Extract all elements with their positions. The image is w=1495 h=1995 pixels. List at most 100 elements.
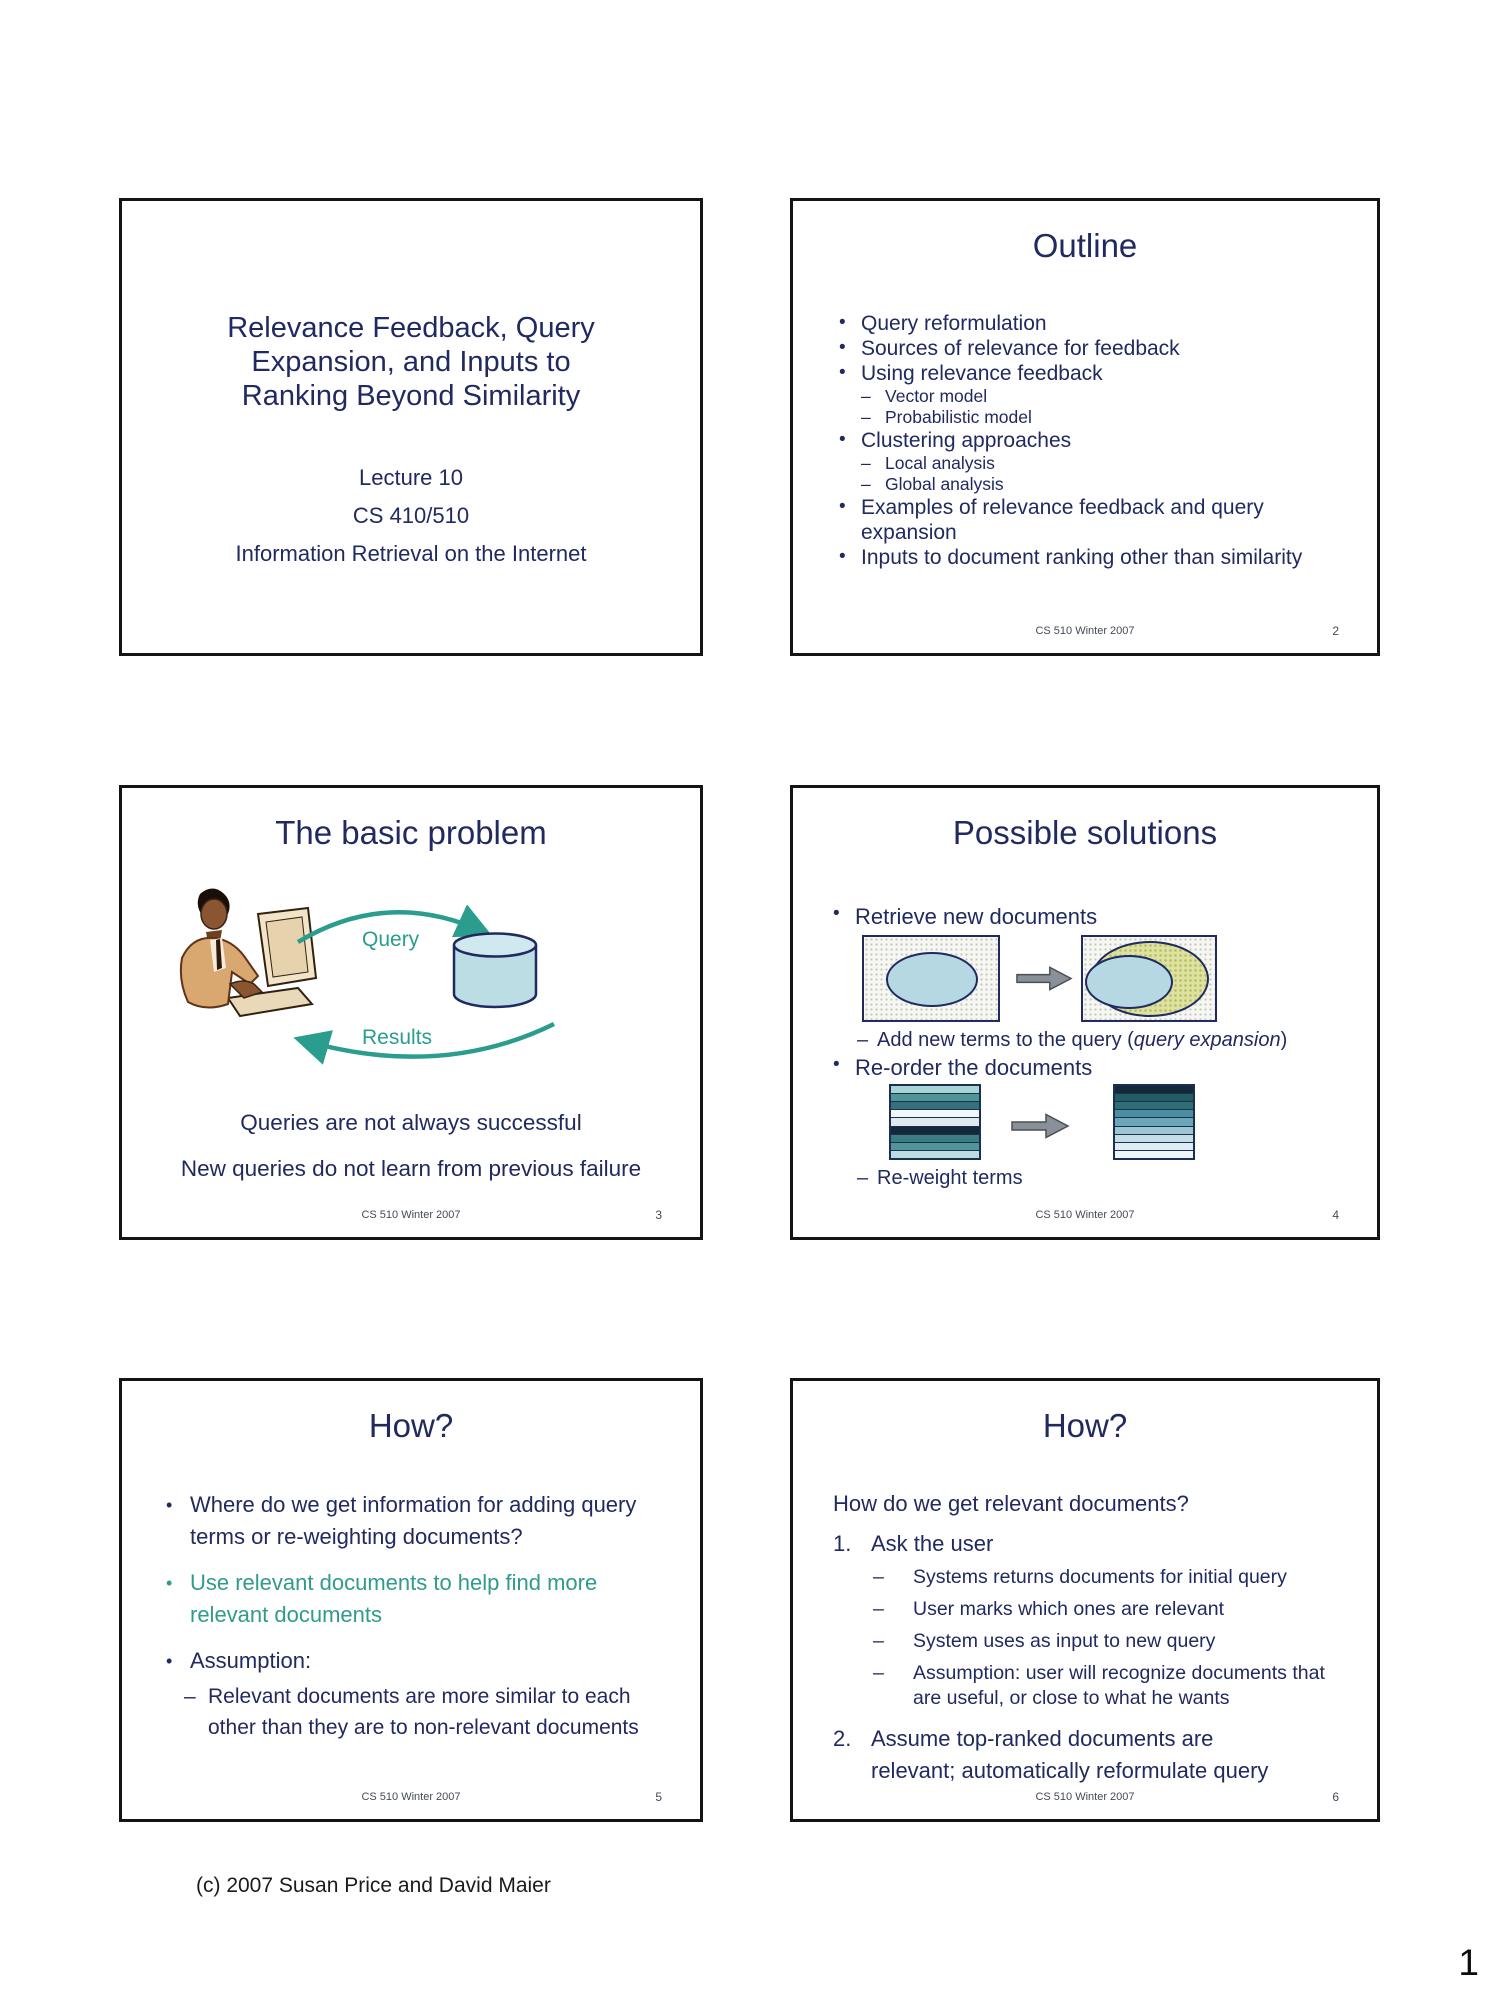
outline-sub-bullet: Vector model	[833, 386, 1347, 407]
unranked-documents-stack-icon	[889, 1084, 981, 1160]
problem-statement-1: Queries are not always successful	[240, 1110, 582, 1135]
outline-bullet: Using relevance feedback	[833, 360, 1347, 386]
deck-subtitle: Lecture 10 CS 410/510 Information Retrie…	[122, 459, 700, 573]
document-stripe	[891, 1101, 979, 1110]
document-set-before-icon	[862, 935, 1000, 1022]
dash-text-close: )	[1280, 1029, 1288, 1051]
slide-6-how-relevant: How? How do we get relevant documents? 1…	[790, 1378, 1380, 1822]
document-stripe	[891, 1133, 979, 1142]
deck-title-line: Ranking Beyond Similarity	[241, 380, 581, 412]
slide-title: The basic problem	[275, 814, 547, 851]
item-number: 1.	[833, 1531, 852, 1556]
outline-bullet: Inputs to document ranking other than si…	[833, 544, 1347, 570]
bullet-reorder-documents: Re-order the documents	[831, 1054, 1092, 1081]
dash-add-new-terms: Add new terms to the query (query expans…	[857, 1029, 1287, 1052]
slide-3-basic-problem: The basic problem Query	[119, 785, 703, 1240]
item-text-line: relevant; automatically reformulate quer…	[871, 1758, 1269, 1783]
dash-systems-returns: Systems returns documents for initial qu…	[873, 1565, 1328, 1590]
deck-title-line: Expansion, and Inputs to	[251, 346, 571, 378]
document-stripe	[891, 1149, 979, 1158]
document-stripe	[891, 1093, 979, 1102]
item-text: Ask the user	[871, 1531, 994, 1556]
document-stripe	[891, 1117, 979, 1126]
slide-number: 2	[1332, 624, 1339, 638]
results-label: Results	[362, 1026, 433, 1049]
transform-arrow-icon	[1016, 966, 1073, 991]
slide-footer: CS 510 Winter 2007	[361, 1791, 461, 1803]
document-stripe	[891, 1141, 979, 1150]
document-stripe	[1115, 1117, 1193, 1126]
document-stripe	[891, 1125, 979, 1134]
document-stripe	[1115, 1101, 1193, 1110]
deck-title-line: Relevance Feedback, Query	[227, 312, 595, 344]
slide-1-title: Relevance Feedback, Query Expansion, and…	[119, 198, 703, 656]
how-list: Where do we get information for adding q…	[162, 1489, 670, 1743]
document-set-expanded-icon	[1081, 935, 1217, 1022]
outline-bullet: Query reformulation	[833, 310, 1347, 336]
slide-4-possible-solutions: Possible solutions Retrieve new document…	[790, 785, 1380, 1240]
bullet-text: Use relevant documents to help find more…	[190, 1570, 598, 1627]
slide-5-how: How? Where do we get information for add…	[119, 1378, 703, 1822]
outline-bullet: Sources of relevance for feedback	[833, 335, 1347, 361]
dash-assumption: Assumption: user will recognize document…	[873, 1661, 1328, 1711]
person-at-computer-icon	[179, 888, 318, 1018]
dash-system-uses: System uses as input to new query	[873, 1629, 1328, 1654]
slide-number: 3	[655, 1208, 662, 1222]
document-stripe	[1115, 1093, 1193, 1102]
numbered-item-ask-user: 1. Ask the user	[833, 1530, 1347, 1558]
dash-relevant-similarity: Relevant documents are more similar to e…	[184, 1681, 653, 1743]
page-number: 1	[1458, 1942, 1479, 1983]
document-stripe	[891, 1086, 979, 1094]
document-stripe	[1115, 1149, 1193, 1158]
slide-footer: CS 510 Winter 2007	[361, 1209, 461, 1221]
slide-title: How?	[368, 1407, 454, 1444]
numbered-item-assume-top-ranked: 2. Assume top-ranked documents are relev…	[833, 1723, 1347, 1787]
lecture-number: Lecture 10	[359, 465, 463, 490]
dash-user-marks: User marks which ones are relevant	[873, 1597, 1328, 1622]
slide-number: 5	[655, 1790, 662, 1804]
slide-number: 6	[1332, 1790, 1339, 1804]
document-stripe	[1115, 1086, 1193, 1094]
outline-bullet: Examples of relevance feedback and query…	[833, 494, 1347, 545]
slide-footer: CS 510 Winter 2007	[1035, 625, 1135, 637]
retrieved-set-ellipse	[886, 952, 978, 1007]
document-stripe	[891, 1109, 979, 1118]
bullet-where-information: Where do we get information for adding q…	[162, 1489, 668, 1553]
bullet-assumption: Assumption:	[162, 1645, 668, 1677]
outline-list: Query reformulation Sources of relevance…	[833, 310, 1347, 570]
results-arrow-icon	[293, 1021, 555, 1065]
document-stripe	[1115, 1141, 1193, 1150]
dash-text: Re-weight terms	[877, 1167, 1023, 1189]
database-icon	[452, 932, 538, 1009]
bullet-text: Assumption:	[190, 1648, 312, 1673]
outline-bullet: Clustering approaches	[833, 427, 1347, 453]
bullet-use-relevant-documents: Use relevant documents to help find more…	[162, 1567, 668, 1631]
copyright-notice: (c) 2007 Susan Price and David Maier	[196, 1874, 551, 1897]
query-arrow-icon	[296, 904, 493, 944]
slide-footer: CS 510 Winter 2007	[1035, 1791, 1135, 1803]
course-number: CS 410/510	[352, 503, 470, 528]
course-name: Information Retrieval on the Internet	[235, 541, 587, 566]
dash-reweight-terms: Re-weight terms	[857, 1167, 1023, 1190]
outline-sub-bullet: Global analysis	[833, 474, 1347, 495]
document-stripe	[1115, 1109, 1193, 1118]
problem-statement-2: New queries do not learn from previous f…	[180, 1156, 642, 1181]
slide-title: Outline	[1032, 227, 1138, 264]
document-stripe	[1115, 1133, 1193, 1142]
how-relevant-body: How do we get relevant documents? 1. Ask…	[833, 1491, 1347, 1787]
original-set-ellipse	[1085, 955, 1173, 1009]
intro-question: How do we get relevant documents?	[833, 1491, 1189, 1516]
document-stripe	[1115, 1125, 1193, 1134]
deck-title: Relevance Feedback, Query Expansion, and…	[122, 311, 700, 413]
slide-number: 4	[1332, 1208, 1339, 1222]
slide-2-outline: Outline Query reformulation Sources of r…	[790, 198, 1380, 656]
item-number: 2.	[833, 1726, 852, 1751]
ranked-documents-stack-icon	[1113, 1084, 1195, 1160]
slide-title: How?	[1042, 1407, 1128, 1444]
ask-user-details: Systems returns documents for initial qu…	[873, 1565, 1347, 1711]
query-label: Query	[362, 928, 420, 951]
item-text-line: Assume top-ranked documents are	[871, 1726, 1214, 1751]
transform-arrow-icon	[1011, 1113, 1070, 1139]
dash-text: Add new terms to the query (	[877, 1029, 1134, 1051]
